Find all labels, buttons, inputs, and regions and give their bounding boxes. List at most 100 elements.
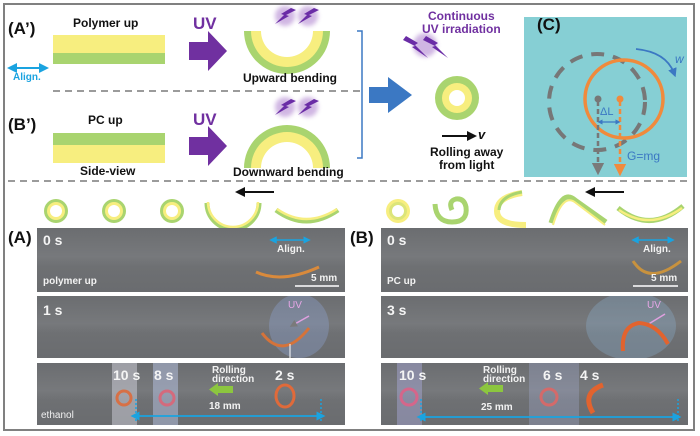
time-label: 6 s <box>543 367 563 383</box>
strip-shape-c-curl <box>493 190 527 228</box>
lightning-icon <box>298 8 319 24</box>
film-sample <box>260 327 311 348</box>
uv-label: UV <box>288 300 302 311</box>
strip-shape-arc <box>204 202 262 232</box>
strip-shape-ring <box>44 199 68 223</box>
rotation-arrow-icon <box>635 48 677 78</box>
strip-shape-ring <box>102 199 126 223</box>
time-label: 2 s <box>275 367 295 383</box>
uv-arrow-icon <box>189 31 227 71</box>
upward-bending-shape <box>244 31 330 74</box>
rolling-caption-line2: from light <box>439 158 495 172</box>
time-label: 4 s <box>580 367 600 383</box>
photo-a-0s: 0 s Align. polymer up 5 mm <box>37 228 345 292</box>
rolling-direction-line2: direction <box>212 374 255 385</box>
strip-shape-shallow-arc <box>274 207 340 224</box>
align-label: Align. <box>13 72 41 83</box>
rolling-direction-arrow-icon <box>209 383 218 396</box>
uv-label: UV <box>647 300 661 311</box>
sample-4s <box>586 382 604 415</box>
rolling-direction-line2: direction <box>483 374 526 385</box>
downward-bending-shape <box>244 125 330 168</box>
current-position-ring <box>583 58 665 140</box>
side-view-label: Side-view <box>80 164 136 178</box>
strip-a-shapes <box>44 199 340 232</box>
strip-b-shapes <box>386 190 685 228</box>
bracket <box>357 30 363 159</box>
uv-direction-arrow-icon <box>289 315 310 327</box>
sample-10s <box>399 387 419 407</box>
rolling-arrow-body <box>217 386 233 393</box>
pc-up-label: PC up <box>88 113 123 127</box>
distance-label: 18 mm <box>209 401 241 412</box>
film-sample <box>631 259 682 275</box>
strip-shape-ring <box>160 199 184 223</box>
uv-arrow-icon <box>189 126 227 166</box>
rolling-ring <box>435 76 479 120</box>
rolling-direction-label: Rolling direction <box>212 365 255 385</box>
film-sample <box>620 320 670 352</box>
panel-tag-c: (C) <box>537 15 561 34</box>
lightning-icon <box>275 99 296 115</box>
lightning-icon <box>403 36 428 58</box>
photo-a-1s: 1 s UV <box>37 296 345 358</box>
photo-b-0s: 0 s Align. PC up 5 mm <box>381 228 688 292</box>
panel-tag-b: (B) <box>350 228 374 247</box>
gravity-label: G=mg <box>627 149 661 163</box>
time-label: 0 s <box>387 232 407 248</box>
velocity-label: v <box>478 127 486 142</box>
scale-label: 5 mm <box>651 273 678 284</box>
panel-tag-a-prime: (A’) <box>8 19 36 38</box>
continuous-uv-line2: UV irradiation <box>422 22 501 36</box>
align-label: Align. <box>643 244 671 255</box>
polymer-up-label: Polymer up <box>73 16 139 30</box>
time-label: 3 s <box>387 302 407 318</box>
sample-8s <box>158 389 176 407</box>
continuous-uv-line1: Continuous <box>428 9 495 23</box>
photo-b-rolling: 10 s 6 s 4 s Rolling direction 25 mm <box>381 363 688 425</box>
panel-tag-a: (A) <box>8 228 32 247</box>
rolling-direction-line1: Rolling <box>483 365 517 376</box>
figure-frame <box>3 3 695 431</box>
continuous-uv-label: Continuous UV irradiation <box>422 10 501 36</box>
solvent-label: ethanol <box>41 410 74 421</box>
time-label: 1 s <box>43 302 63 318</box>
uv-direction-arrow-icon <box>646 313 666 326</box>
rolling-caption: Rolling away from light <box>430 146 503 172</box>
panel-tag-b-prime: (B’) <box>8 115 37 134</box>
photo-a-rolling: 10 s 8 s 2 s Rolling direction 18 mm eth… <box>37 363 345 425</box>
delta-l-label: ΔL <box>600 106 614 118</box>
uv-label: UV <box>193 14 217 33</box>
time-label: 10 s <box>399 367 427 383</box>
lightning-icon <box>298 99 319 115</box>
time-label: 10 s <box>113 367 141 383</box>
sample-6s <box>539 387 559 407</box>
downward-bending-label: Downward bending <box>233 165 344 179</box>
result-arrow-icon <box>369 77 412 113</box>
film-sample <box>255 265 320 279</box>
distance-label: 25 mm <box>481 402 513 413</box>
omega-label: w <box>675 52 684 66</box>
time-label: 8 s <box>154 367 174 383</box>
scale-label: 5 mm <box>311 273 338 284</box>
rolling-direction-line1: Rolling <box>212 365 246 376</box>
lightning-icon <box>423 36 448 58</box>
rolling-direction-arrow-icon <box>479 382 488 395</box>
time-label: 0 s <box>43 232 63 248</box>
upward-bending-label: Upward bending <box>243 71 337 85</box>
rolling-arrow-body <box>487 385 503 392</box>
sample-2s <box>274 383 296 409</box>
photo-b-3s: 3 s UV <box>381 296 688 358</box>
condition-label: PC up <box>387 276 416 287</box>
pc-up-film <box>53 133 165 163</box>
strip-shape-spiral <box>432 196 469 225</box>
condition-label: polymer up <box>43 276 97 287</box>
align-label: Align. <box>277 244 305 255</box>
sample-10s <box>115 389 133 407</box>
strip-shape-peak <box>548 194 608 225</box>
polymer-up-film <box>53 35 165 64</box>
uv-label: UV <box>193 110 217 129</box>
lightning-icon <box>275 8 296 24</box>
strip-shape-ring <box>386 199 410 223</box>
